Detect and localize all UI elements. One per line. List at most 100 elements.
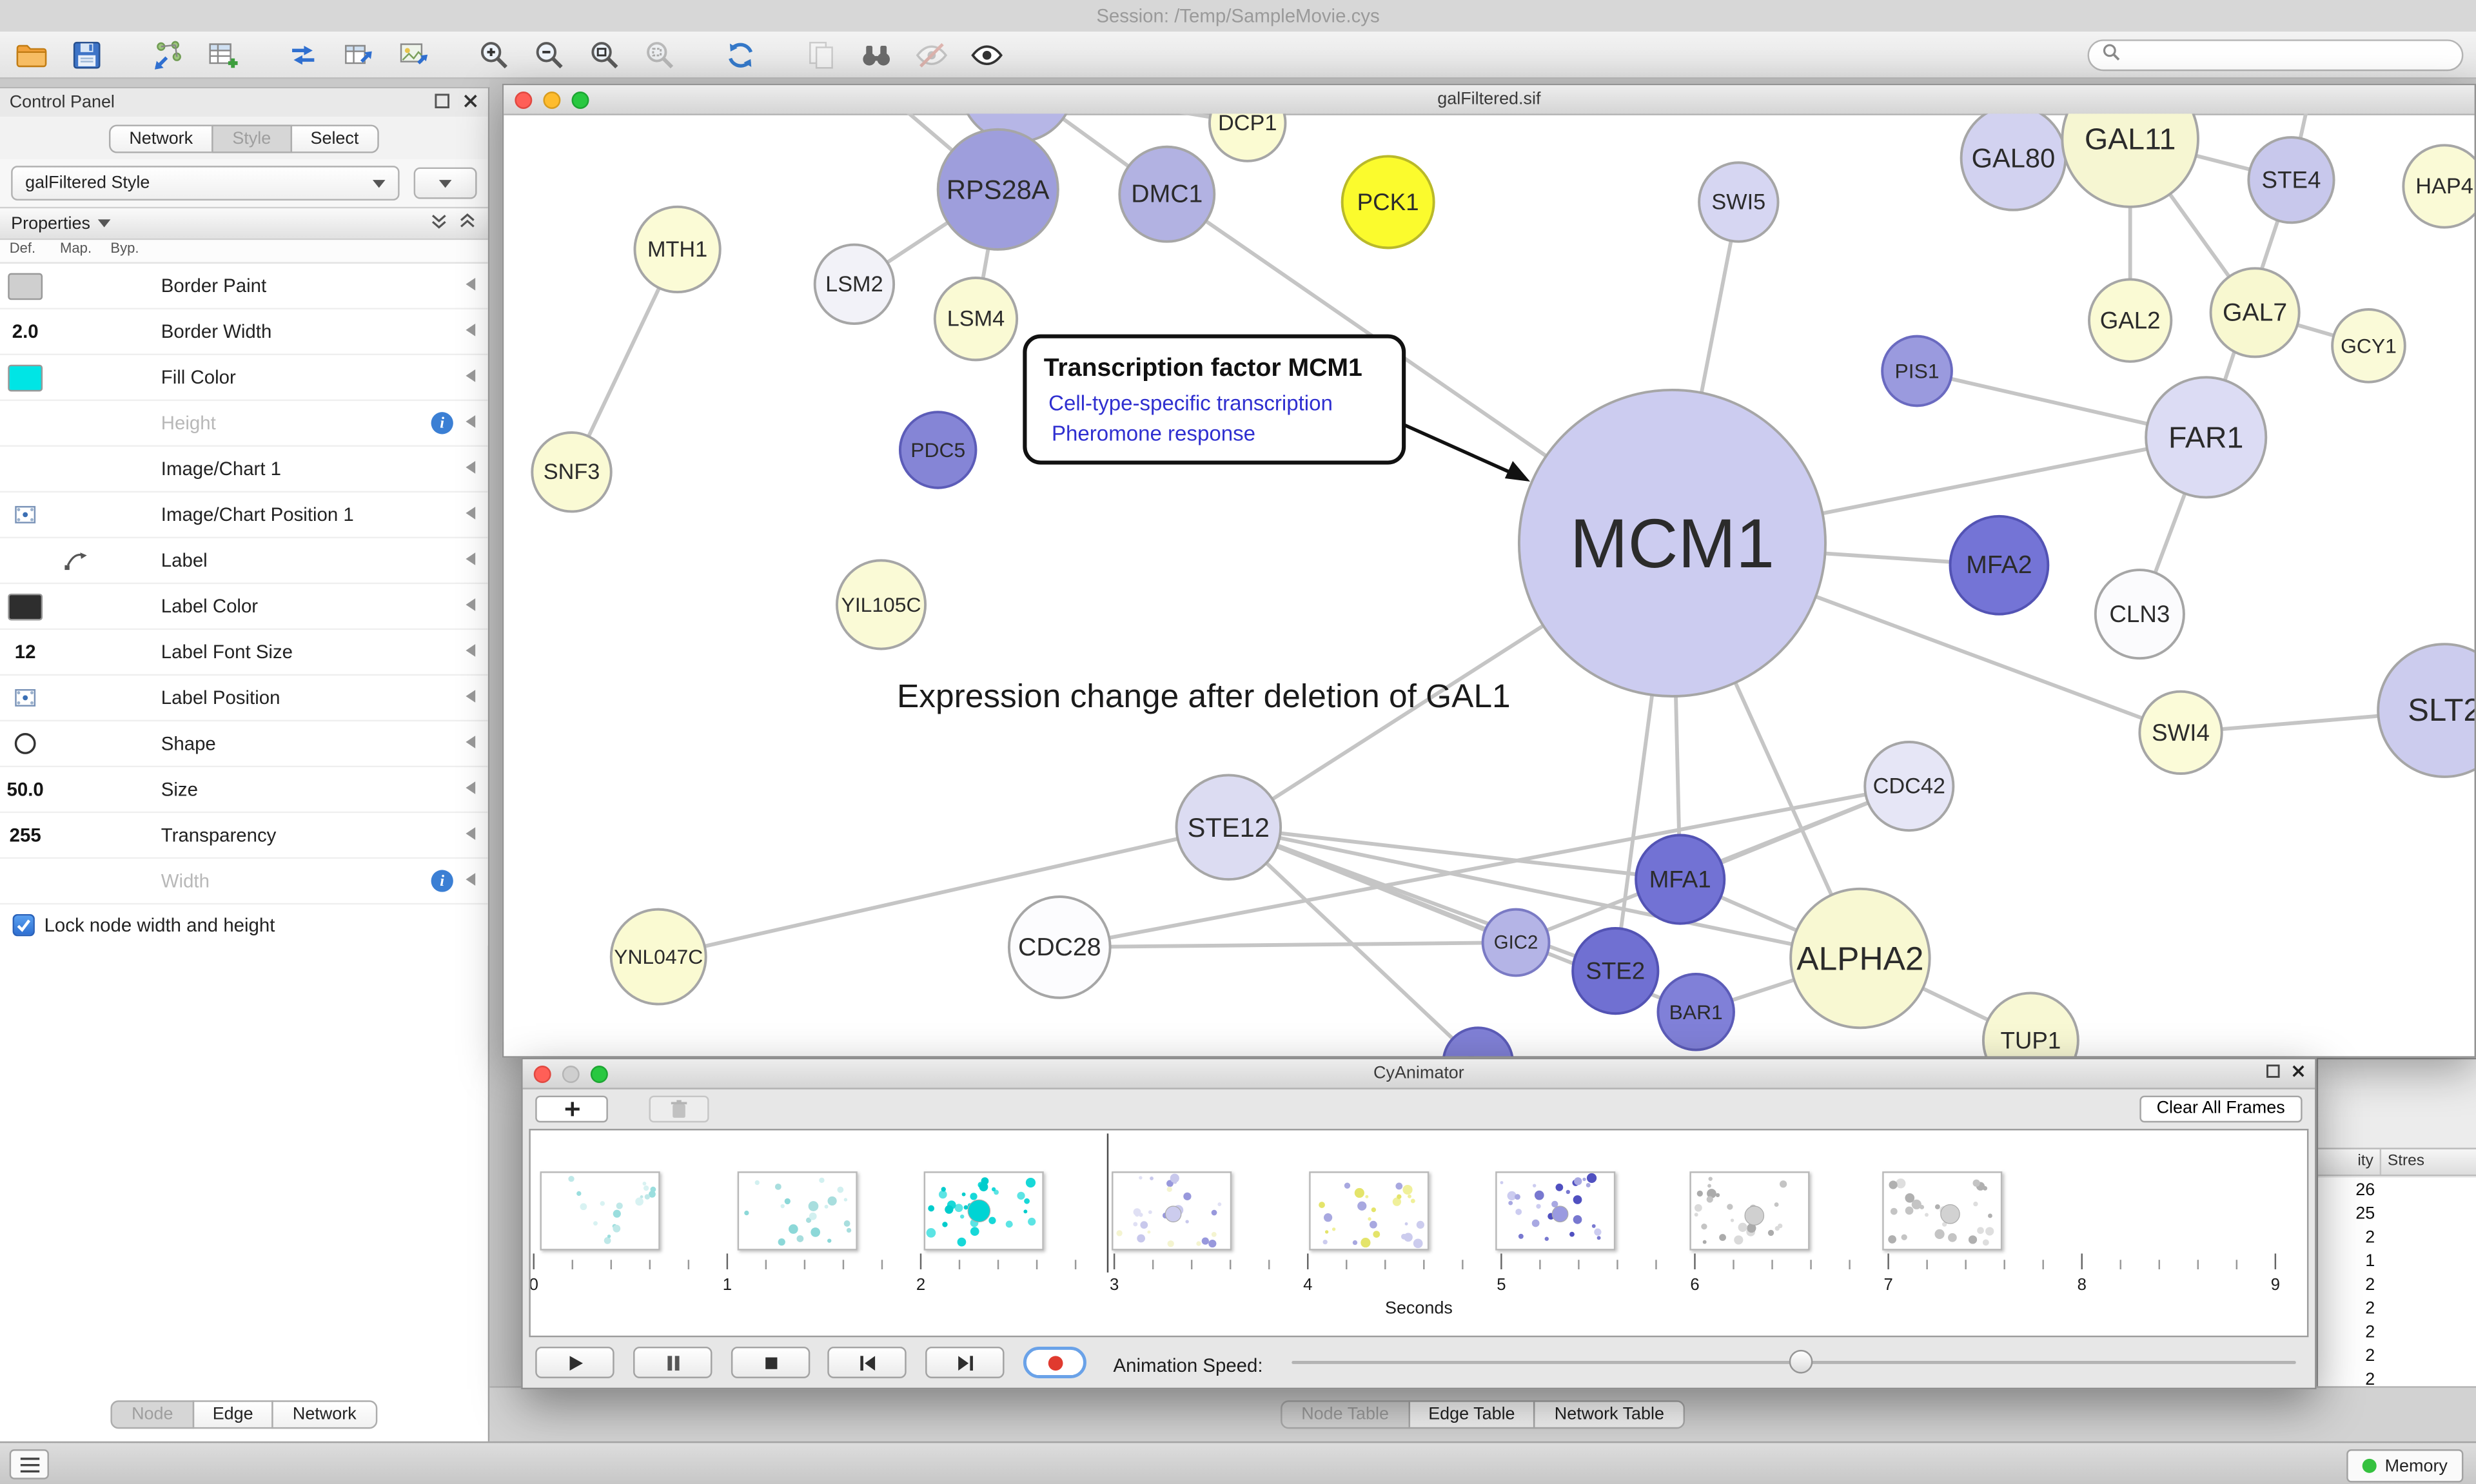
property-row-label[interactable]: Label xyxy=(0,538,488,585)
expand-arrow-icon[interactable] xyxy=(464,595,477,617)
skip-to-start-button[interactable] xyxy=(827,1346,907,1378)
network-node-mfa2[interactable]: MFA2 xyxy=(1949,514,2050,616)
network-node-swi5[interactable]: SWI5 xyxy=(1698,161,1780,243)
style-selector[interactable]: galFiltered Style xyxy=(11,166,400,201)
open-session-icon[interactable] xyxy=(13,35,51,73)
close-window-icon[interactable] xyxy=(2291,1064,2305,1083)
network-node-cln3[interactable]: CLN3 xyxy=(2094,569,2185,660)
expand-arrow-icon[interactable] xyxy=(464,366,477,388)
network-canvas[interactable]: RPS28BDCP1RPS28ADMC1PCK1SWI5GAL80GAL11ST… xyxy=(504,113,2475,1057)
properties-header[interactable]: Properties xyxy=(0,206,488,240)
table-tab-edge-table[interactable]: Edge Table xyxy=(1408,1400,1536,1429)
panel-menu-button[interactable] xyxy=(9,1449,49,1479)
network-node-alpha2[interactable]: ALPHA2 xyxy=(1789,887,1931,1030)
import-network-icon[interactable] xyxy=(148,35,186,73)
network-node-yil105c[interactable]: YIL105C xyxy=(836,559,927,650)
zoom-out-icon[interactable] xyxy=(531,35,569,73)
float-window-icon[interactable] xyxy=(2266,1064,2280,1083)
side-table-row[interactable]: 1 xyxy=(2365,1251,2375,1271)
expand-arrow-icon[interactable] xyxy=(464,503,477,525)
side-table-row[interactable]: 2 xyxy=(2365,1322,2375,1342)
network-node-ynl047c[interactable]: YNL047C xyxy=(609,908,707,1006)
network-node-ste12[interactable]: STE12 xyxy=(1175,774,1282,881)
side-table-row[interactable]: 2 xyxy=(2365,1274,2375,1294)
network-node-ste4[interactable]: STE4 xyxy=(2247,136,2335,224)
property-row-image-chart-position-1[interactable]: Image/Chart Position 1 xyxy=(0,493,488,539)
close-traffic-light[interactable] xyxy=(533,1066,551,1084)
color-swatch[interactable] xyxy=(8,364,43,391)
expand-arrow-icon[interactable] xyxy=(464,549,477,571)
side-table-row[interactable]: 2 xyxy=(2365,1345,2375,1365)
network-node-lsm4[interactable]: LSM4 xyxy=(933,277,1019,362)
table-tab-node-table[interactable]: Node Table xyxy=(1281,1400,1410,1429)
style-options-dropdown[interactable] xyxy=(413,167,477,199)
property-row-label-color[interactable]: Label Color xyxy=(0,584,488,630)
property-row-image-chart-1[interactable]: Image/Chart 1 xyxy=(0,447,488,493)
pause-button[interactable] xyxy=(633,1346,712,1378)
skip-to-end-button[interactable] xyxy=(925,1346,1005,1378)
record-button[interactable] xyxy=(1023,1346,1086,1378)
property-row-shape[interactable]: Shape xyxy=(0,721,488,768)
frame-thumbnail-7[interactable] xyxy=(1689,1171,1810,1251)
zoom-selected-icon[interactable] xyxy=(641,35,679,73)
network-node-dmc1[interactable]: DMC1 xyxy=(1118,145,1216,243)
expand-arrow-icon[interactable] xyxy=(464,732,477,754)
lock-row[interactable]: Lock node width and height xyxy=(0,904,488,946)
expand-arrow-icon[interactable] xyxy=(464,458,477,480)
show-all-icon[interactable] xyxy=(968,35,1006,73)
cyanimator-titlebar[interactable]: CyAnimator xyxy=(522,1059,2315,1089)
minimize-traffic-light[interactable] xyxy=(543,92,561,109)
export-network-icon[interactable] xyxy=(284,35,322,73)
search-network-icon[interactable] xyxy=(858,35,896,73)
network-node-far1[interactable]: FAR1 xyxy=(2145,376,2268,499)
save-session-icon[interactable] xyxy=(68,35,106,73)
network-node-slt2[interactable]: SLT2 xyxy=(2377,643,2475,778)
panel-tab-node[interactable]: Node xyxy=(111,1400,194,1429)
network-node-gal11[interactable]: GAL11 xyxy=(2061,113,2199,208)
expand-arrow-icon[interactable] xyxy=(464,320,477,342)
property-row-fill-color[interactable]: Fill Color xyxy=(0,355,488,402)
network-node-pck1[interactable]: PCK1 xyxy=(1341,155,1435,249)
side-table-row[interactable]: 26 xyxy=(2355,1180,2375,1200)
side-table-row[interactable]: 2 xyxy=(2365,1227,2375,1247)
expand-arrow-icon[interactable] xyxy=(464,412,477,434)
network-node-rps28a[interactable]: RPS28A xyxy=(936,128,1059,251)
network-node-gal2[interactable]: GAL2 xyxy=(2088,278,2173,363)
close-panel-icon[interactable] xyxy=(463,92,478,113)
timeline[interactable]: 0123456789 Seconds xyxy=(529,1129,2309,1338)
export-table-icon[interactable] xyxy=(340,35,378,73)
zoom-traffic-light[interactable] xyxy=(590,1066,608,1084)
network-node-cdc28[interactable]: CDC28 xyxy=(1007,895,1112,999)
network-node-dcp1[interactable]: DCP1 xyxy=(1208,113,1287,162)
add-frame-button[interactable] xyxy=(535,1095,608,1122)
network-node-tup1[interactable]: TUP1 xyxy=(1981,991,2079,1057)
search-input[interactable] xyxy=(2127,43,2450,66)
animation-speed-slider[interactable] xyxy=(1292,1347,2296,1378)
frame-thumbnail-4[interactable] xyxy=(1112,1171,1232,1251)
expand-arrow-icon[interactable] xyxy=(464,778,477,800)
play-button[interactable] xyxy=(535,1346,614,1378)
snapshot-icon[interactable] xyxy=(802,35,840,73)
network-node-ste2[interactable]: STE2 xyxy=(1571,927,1660,1015)
network-node-snf3[interactable]: SNF3 xyxy=(531,431,613,513)
hide-selected-icon[interactable] xyxy=(913,35,951,73)
frame-thumbnail-6[interactable] xyxy=(1495,1171,1616,1251)
network-node-gal7[interactable]: GAL7 xyxy=(2209,267,2301,358)
collapse-all-icon[interactable] xyxy=(429,211,448,235)
frame-thumbnail-8[interactable] xyxy=(1882,1171,2003,1251)
zoom-in-icon[interactable] xyxy=(475,35,513,73)
frame-thumbnail-2[interactable] xyxy=(737,1171,858,1251)
property-row-border-paint[interactable]: Border Paint xyxy=(0,263,488,310)
side-table-row[interactable]: 2 xyxy=(2365,1369,2375,1387)
network-node-bar1[interactable]: BAR1 xyxy=(1656,973,1735,1051)
frame-thumbnail-5[interactable] xyxy=(1309,1171,1430,1251)
zoom-fit-icon[interactable] xyxy=(586,35,624,73)
expand-arrow-icon[interactable] xyxy=(464,275,477,297)
delete-frame-button[interactable] xyxy=(649,1095,709,1122)
tab-style[interactable]: Style xyxy=(211,124,292,153)
network-node-cdc42[interactable]: CDC42 xyxy=(1863,741,1955,832)
